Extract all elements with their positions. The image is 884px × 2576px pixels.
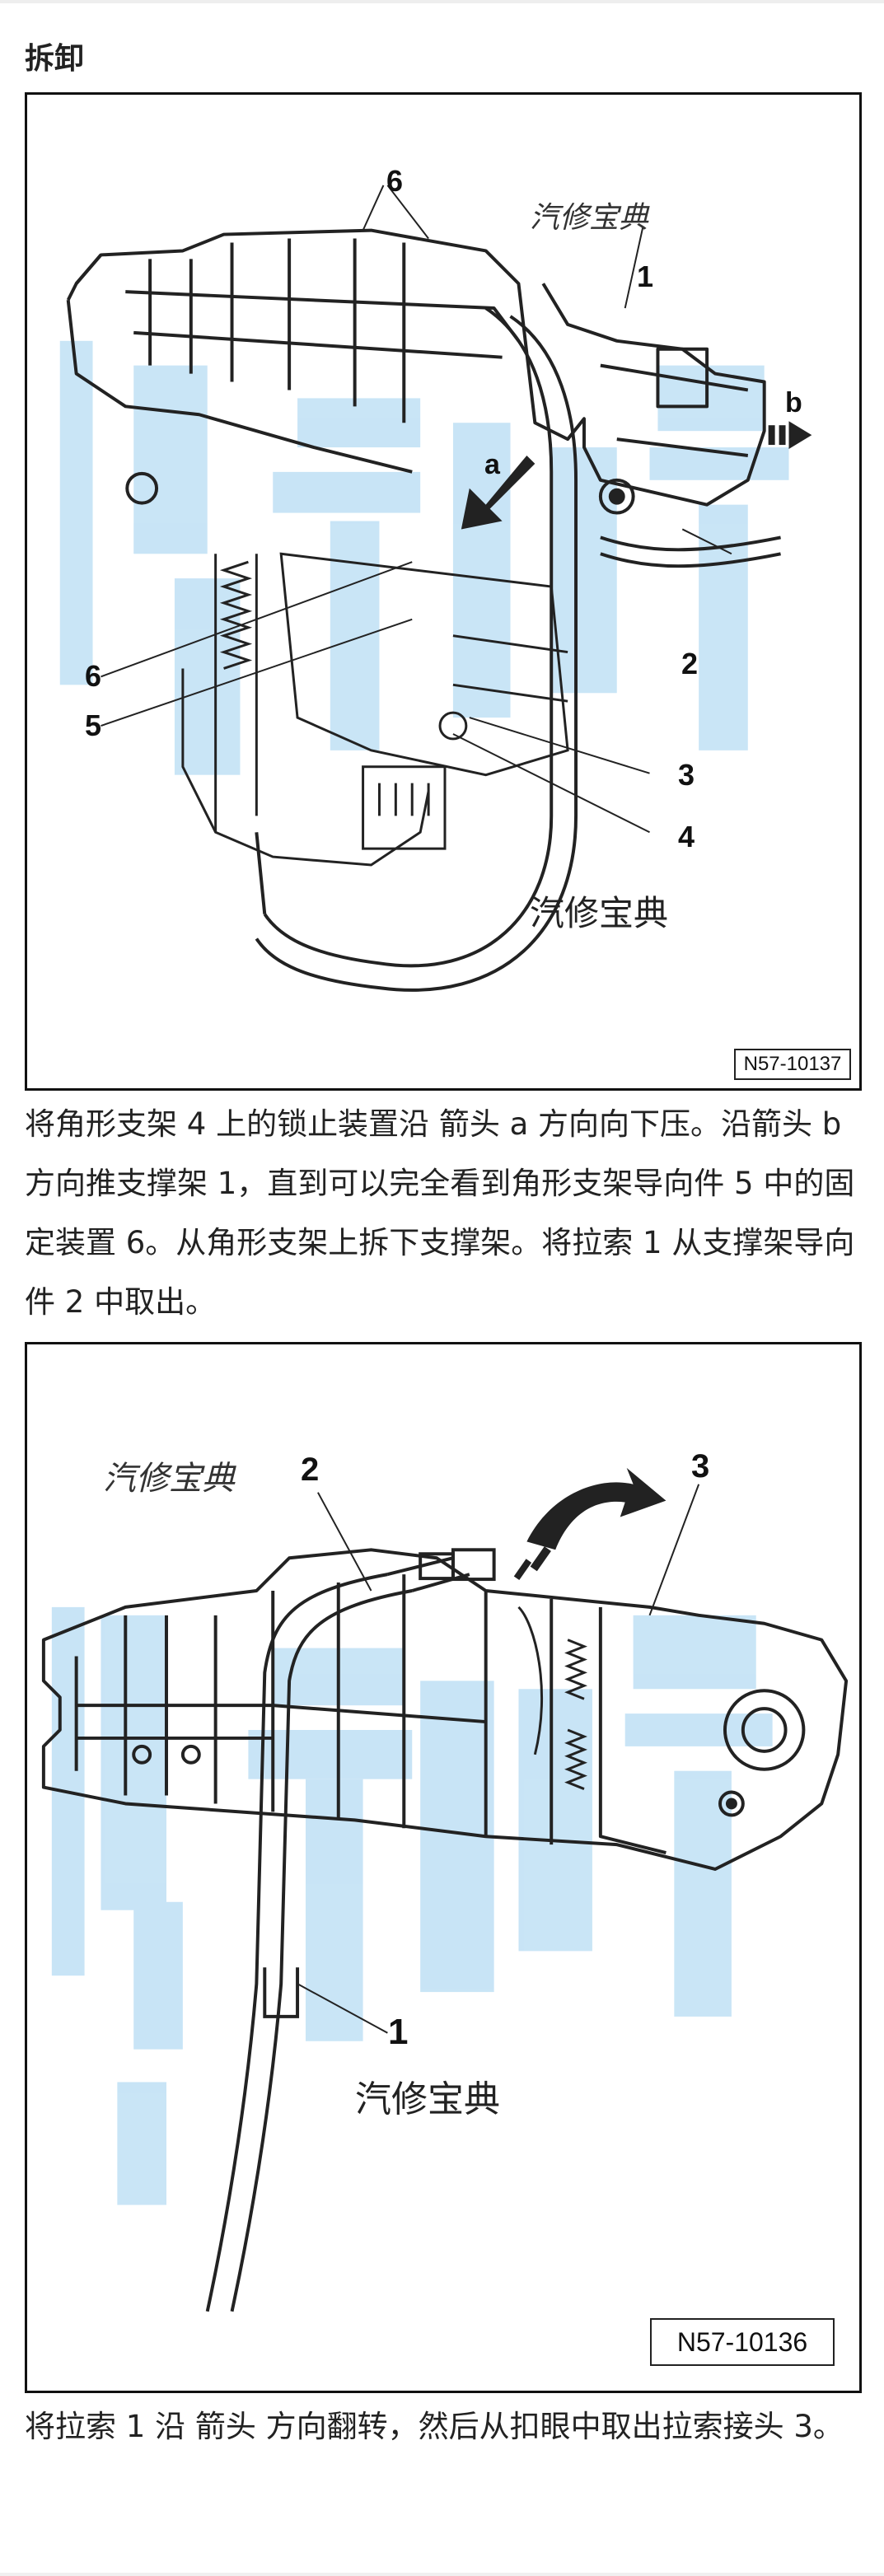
- callout-5: 5: [85, 708, 102, 742]
- callout-3: 3: [678, 758, 695, 792]
- instruction-paragraph-1: 将角形支架 4 上的锁止装置沿 箭头 a 方向向下压。沿箭头 b 方向推支撑架 …: [25, 1106, 855, 1320]
- callout-1: 1: [637, 259, 654, 293]
- callout-a: a: [484, 449, 500, 480]
- callout-b: b: [785, 387, 802, 418]
- figure-2-cable-removal: 2 3 1 汽修宝典 汽修宝典 N57-10136: [25, 1342, 862, 2393]
- bottom-divider: [0, 2573, 884, 2576]
- brand-mark-top: 汽修宝典: [530, 201, 649, 235]
- figure-code: N57-10137: [734, 1049, 851, 1080]
- top-divider: [0, 0, 884, 3]
- figure-1-drawing: [59, 185, 812, 992]
- arrow-b-icon: [768, 421, 812, 450]
- figure-1-bracket-removal: 6 1 b a 2 6 5 3 4 汽修宝典 汽修宝典 N57-10137: [25, 92, 862, 1091]
- callout-6-top: 6: [386, 164, 404, 198]
- callout-4: 4: [678, 820, 695, 853]
- callout-6-left: 6: [85, 659, 102, 693]
- instruction-paragraph-2: 将拉索 1 沿 箭头 方向翻转，然后从扣眼中取出拉索接头 3。: [25, 2409, 844, 2444]
- figure-code: N57-10136: [650, 2318, 835, 2366]
- brand-mark-bottom: 汽修宝典: [355, 2078, 500, 2120]
- brand-mark-top: 汽修宝典: [103, 1460, 235, 1498]
- curved-arrow-icon: [513, 1467, 667, 1581]
- callout-2: 2: [681, 647, 699, 680]
- arrow-a-icon: [461, 455, 536, 530]
- callout-3: 3: [691, 1448, 710, 1484]
- section-heading: 拆卸: [25, 42, 85, 76]
- figure-2-drawing: [41, 1467, 849, 2312]
- callout-1: 1: [388, 2012, 409, 2052]
- callout-2: 2: [301, 1452, 320, 1488]
- brand-mark-bottom: 汽修宝典: [530, 893, 669, 933]
